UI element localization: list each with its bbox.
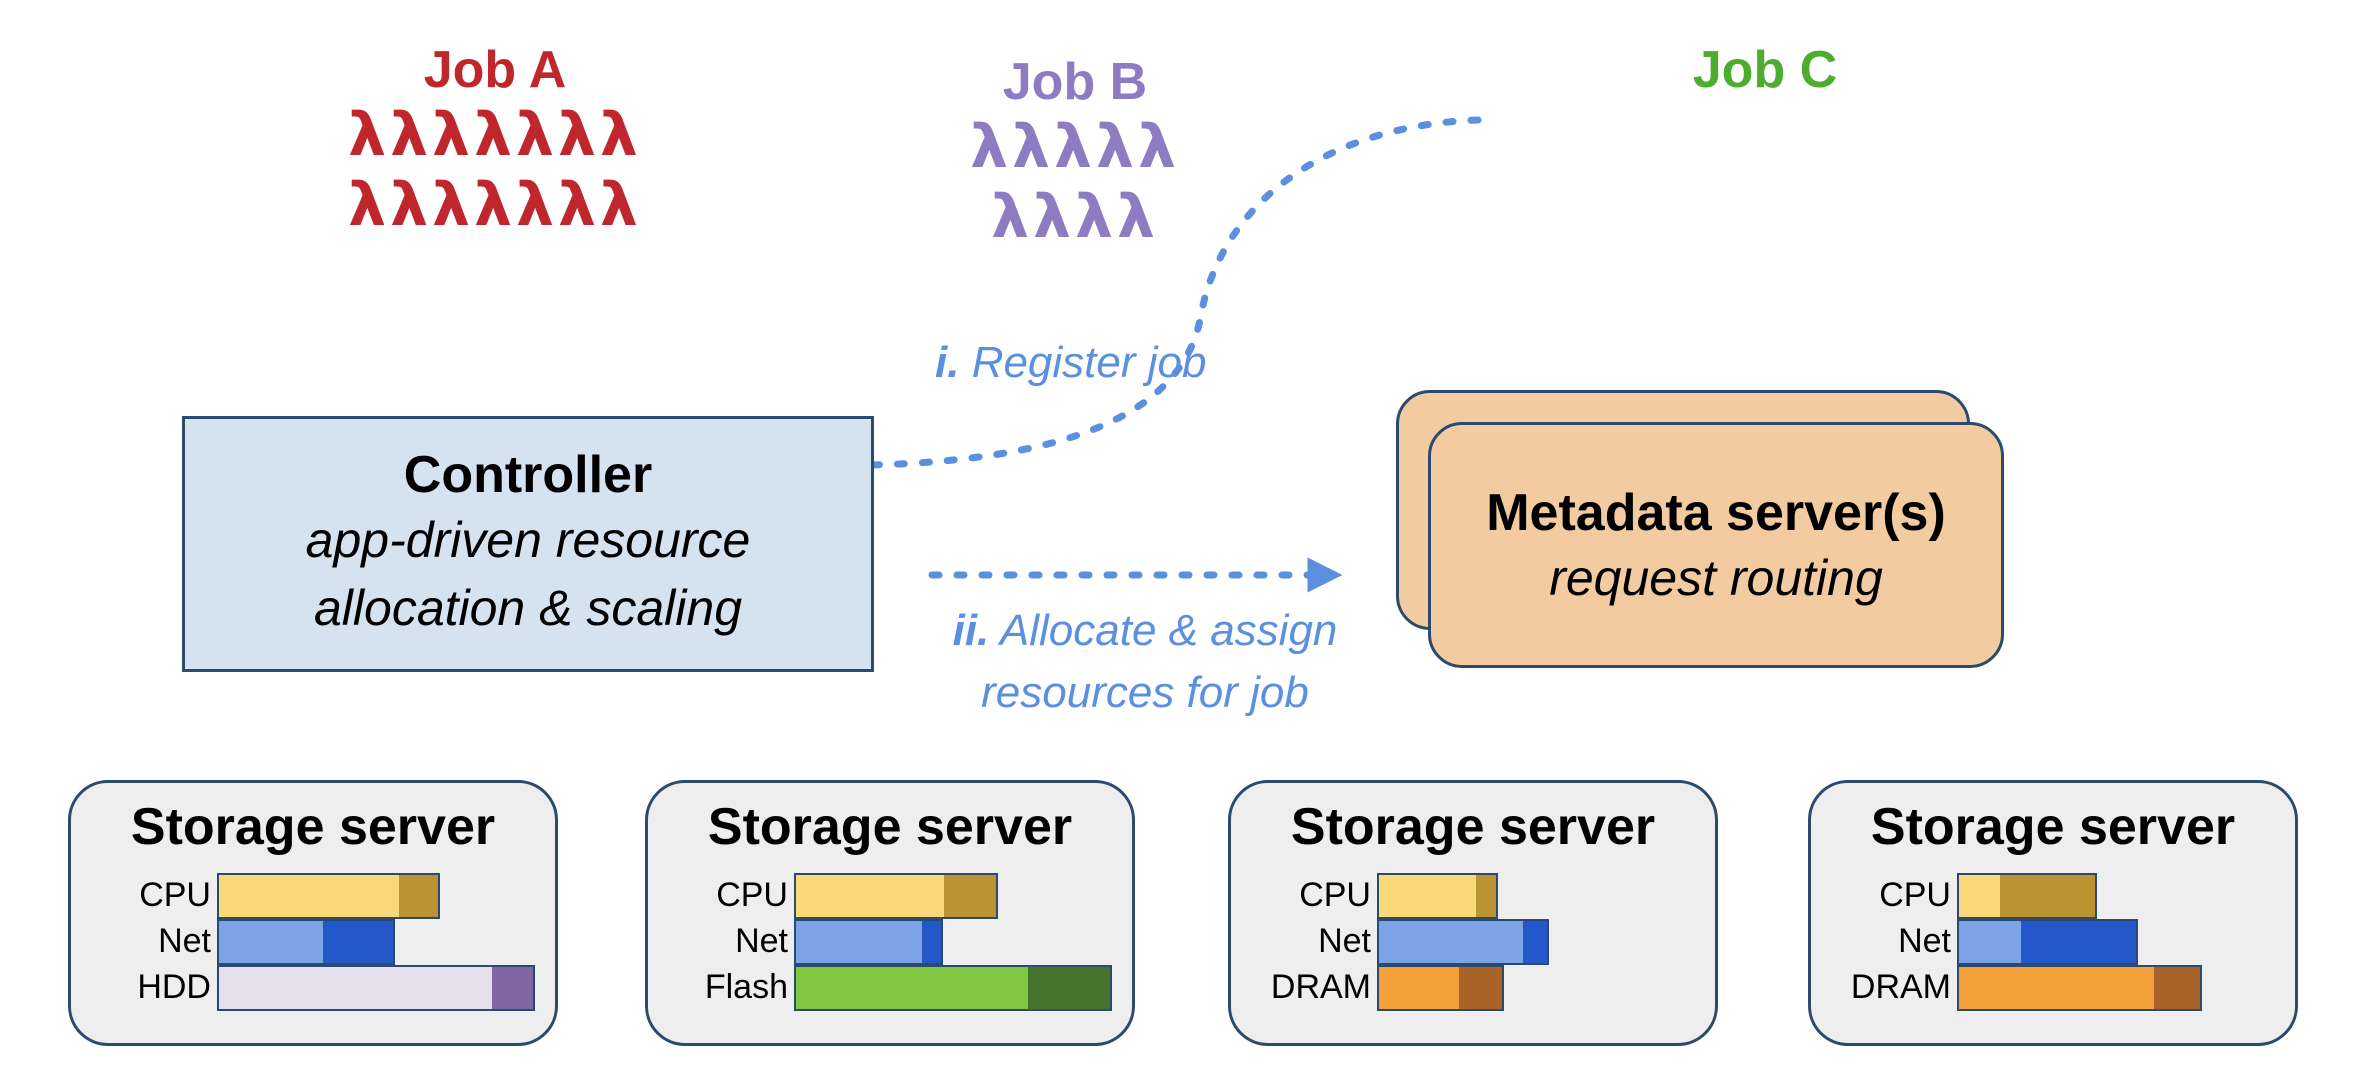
resource-bar-net bbox=[217, 919, 395, 965]
register-job-arrow bbox=[772, 116, 1482, 483]
resource-bar-net bbox=[794, 919, 943, 965]
resource-label: CPU bbox=[1299, 876, 1371, 914]
resource-bar-remaining bbox=[922, 921, 941, 963]
storage-server-title: Storage server bbox=[130, 798, 496, 856]
resource-bar-used bbox=[796, 875, 944, 917]
resource-bar-remaining bbox=[2154, 967, 2200, 1009]
resource-bar-net bbox=[1957, 919, 2138, 965]
resource-bar-used bbox=[219, 967, 493, 1009]
resource-bar-remaining bbox=[1999, 875, 2095, 917]
controller-box: Controller app-driven resource allocatio… bbox=[182, 416, 874, 672]
job-lambdas: λλλλ bbox=[991, 182, 1159, 252]
controller-subtitle-2: allocation & scaling bbox=[313, 580, 743, 636]
resource-bar-used bbox=[1959, 967, 2155, 1009]
job-lambdas: λλλλλλλ bbox=[348, 100, 642, 170]
resource-bar-remaining bbox=[492, 967, 533, 1009]
resource-bar-cpu bbox=[217, 873, 440, 919]
register-numeral: i. bbox=[935, 338, 960, 387]
resource-bar-net bbox=[1377, 919, 1549, 965]
resource-bar-cpu bbox=[1377, 873, 1498, 919]
resource-bar-remaining bbox=[1028, 967, 1110, 1009]
register-job-label: i. Register job bbox=[935, 332, 1206, 394]
metadata-title: Metadata server(s) bbox=[1486, 484, 1946, 542]
resource-bar-cpu bbox=[794, 873, 998, 919]
controller-title: Controller bbox=[403, 446, 653, 504]
resource-bar-remaining bbox=[1476, 875, 1496, 917]
storage-server-title: Storage server bbox=[1870, 798, 2236, 856]
resource-bar-remaining bbox=[1523, 921, 1547, 963]
allocate-line2: resources for job bbox=[981, 668, 1309, 717]
resource-bar-used bbox=[1379, 967, 1459, 1009]
job-a: Job A λλλλλλλ λλλλλλλ bbox=[330, 40, 660, 240]
resource-bar-used bbox=[1959, 921, 2021, 963]
job-lambdas: λλλλλλλ bbox=[348, 170, 642, 240]
resource-label: Net bbox=[735, 922, 788, 960]
resource-bar-remaining bbox=[944, 875, 996, 917]
resource-bar-used bbox=[796, 967, 1029, 1009]
resource-bar-hdd bbox=[217, 965, 535, 1011]
resource-bar-cpu bbox=[1957, 873, 2097, 919]
resource-bar-dram bbox=[1377, 965, 1504, 1011]
job-title: Job B bbox=[1002, 53, 1148, 111]
resource-bar-used bbox=[796, 921, 923, 963]
resource-bar-remaining bbox=[398, 875, 438, 917]
job-lambdas: λλλλλ bbox=[970, 112, 1180, 182]
resource-label: Flash bbox=[704, 968, 788, 1006]
job-title: Job C bbox=[1692, 41, 1838, 99]
job-b: Job B λλλλλ λλλλ bbox=[920, 52, 1230, 252]
resource-label: DRAM bbox=[1270, 968, 1371, 1006]
resource-bar-flash bbox=[794, 965, 1112, 1011]
resource-bar-dram bbox=[1957, 965, 2202, 1011]
resource-label: Net bbox=[1898, 922, 1951, 960]
register-text: Register job bbox=[971, 338, 1207, 387]
resource-bar-remaining bbox=[323, 921, 393, 963]
resource-label: Net bbox=[1318, 922, 1371, 960]
resource-label: DRAM bbox=[1850, 968, 1951, 1006]
storage-server-title: Storage server bbox=[1290, 798, 1656, 856]
metadata-subtitle: request routing bbox=[1549, 550, 1883, 606]
resource-bar-used bbox=[1379, 921, 1524, 963]
resource-bar-used bbox=[1959, 875, 2000, 917]
resource-bar-remaining bbox=[1458, 967, 1502, 1009]
metadata-server-box: Metadata server(s) request routing bbox=[1428, 422, 2004, 668]
resource-label: HDD bbox=[137, 968, 211, 1006]
controller-subtitle-1: app-driven resource bbox=[305, 512, 751, 568]
allocate-numeral: ii. bbox=[952, 606, 990, 655]
resource-label: CPU bbox=[1879, 876, 1951, 914]
storage-server-title: Storage server bbox=[707, 798, 1073, 856]
resource-label: CPU bbox=[716, 876, 788, 914]
allocate-line1: Allocate & assign bbox=[999, 606, 1338, 655]
resource-bar-used bbox=[219, 875, 399, 917]
resource-label: CPU bbox=[139, 876, 211, 914]
allocate-label: ii. Allocate & assign resources for job bbox=[935, 600, 1355, 724]
job-c: Job C bbox=[1610, 40, 1920, 100]
job-title: Job A bbox=[423, 41, 567, 99]
resource-bar-used bbox=[1379, 875, 1477, 917]
resource-label: Net bbox=[158, 922, 211, 960]
resource-bar-used bbox=[219, 921, 324, 963]
resource-bar-remaining bbox=[2020, 921, 2136, 963]
